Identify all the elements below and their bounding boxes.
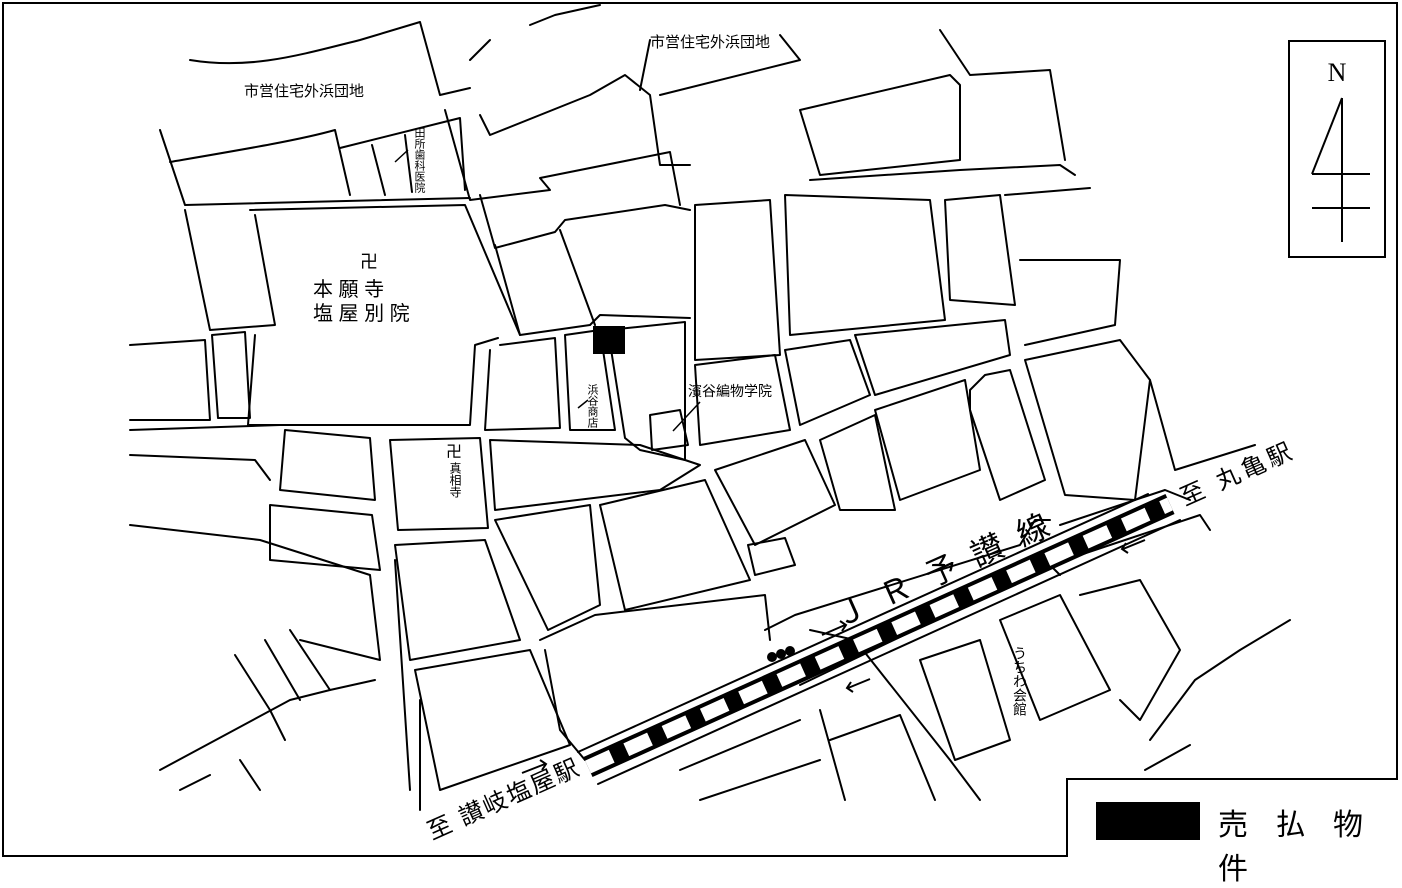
label-uchiwa-hall: うちわ会館 xyxy=(1012,646,1028,716)
label-hamaya-school: 濱谷編物学院 xyxy=(688,383,772,399)
north-label: N xyxy=(1327,58,1347,87)
legend-swatch xyxy=(1096,802,1200,840)
label-housing-left: 市営住宅外浜団地 xyxy=(244,83,364,100)
legend-label: 売 払 物 件 xyxy=(1218,809,1373,886)
label-tadokoro: 田所歯科医院 xyxy=(413,127,426,193)
label-honganji-1: 本 願 寺 xyxy=(313,278,384,301)
leader-lines xyxy=(394,149,701,432)
north-arrow-icon xyxy=(1311,97,1370,242)
legend: 売 払 物 件 xyxy=(1066,778,1398,886)
railway xyxy=(577,493,1181,785)
traffic-signal xyxy=(767,646,795,662)
label-shinsoji: 真相寺 xyxy=(448,462,462,498)
map-frame xyxy=(2,2,1398,857)
temple-symbol-shinsoji: 卍 xyxy=(446,443,462,461)
temple-symbol-honganji: 卍 xyxy=(360,252,378,272)
direction-arrows xyxy=(521,539,1146,774)
label-honganji-2: 塩 屋 別 院 xyxy=(313,302,410,325)
street-map: 市営住宅外浜団地 市営住宅外浜団地 田所歯科医院 卍 本 願 寺 塩 屋 別 院… xyxy=(129,4,1300,845)
label-hamaya-shop: 浜谷商店 xyxy=(586,384,599,428)
property-for-sale xyxy=(593,326,625,354)
north-arrow: N xyxy=(1288,40,1386,258)
road-network xyxy=(129,4,1291,811)
label-housing-top: 市営住宅外浜団地 xyxy=(650,34,770,51)
